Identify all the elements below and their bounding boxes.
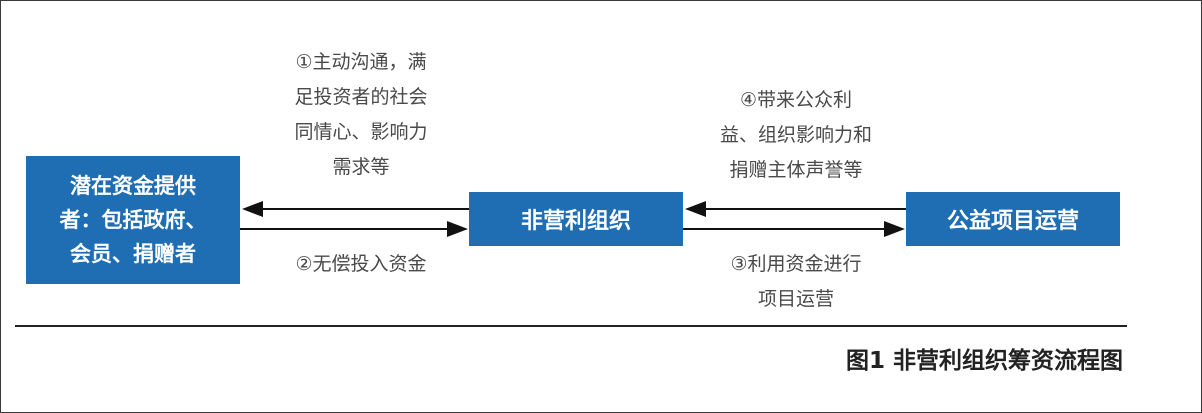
step3-line-1: ③利用资金进行	[730, 253, 862, 275]
arrow-step2-head	[447, 221, 468, 237]
npo-box: 非营利组织	[469, 192, 683, 246]
funders-box: 潜在资金提供 者：包括政府、 会员、捐赠者	[26, 156, 240, 284]
step4-line-1: ④带来公众利	[739, 89, 853, 111]
arrow-step3-head	[884, 221, 905, 237]
step1-line-3: 同情心、影响力	[294, 121, 428, 143]
project-box: 公益项目运营	[906, 192, 1120, 246]
step1-line-2: 足投资者的社会	[294, 86, 428, 108]
figure-caption: 图1 非营利组织筹资流程图	[845, 348, 1123, 374]
npo-label: 非营利组织	[520, 209, 631, 234]
divider-line	[15, 325, 1127, 327]
step4-line-2: 益、组织影响力和	[719, 124, 872, 146]
step2-label: ②无偿投入资金	[256, 247, 466, 282]
funders-line-3: 会员、捐赠者	[70, 242, 196, 266]
step4-line-3: 捐赠主体声誉等	[729, 159, 863, 181]
funders-line-2: 者：包括政府、	[59, 208, 207, 232]
step4-label: ④带来公众利 益、组织影响力和 捐赠主体声誉等	[691, 83, 901, 188]
arrow-step1-head	[242, 201, 263, 217]
step1-label: ①主动沟通，满 足投资者的社会 同情心、影响力 需求等	[256, 45, 466, 185]
step2-line-1: ②无偿投入资金	[295, 253, 427, 275]
step3-label: ③利用资金进行 项目运营	[691, 247, 901, 317]
step1-line-4: 需求等	[332, 156, 390, 178]
arrow-step4-head	[685, 201, 706, 217]
project-label: 公益项目运营	[946, 209, 1079, 234]
step1-line-1: ①主动沟通，满	[295, 51, 427, 73]
step3-line-2: 项目运营	[757, 288, 834, 310]
funders-line-1: 潜在资金提供	[70, 174, 196, 198]
